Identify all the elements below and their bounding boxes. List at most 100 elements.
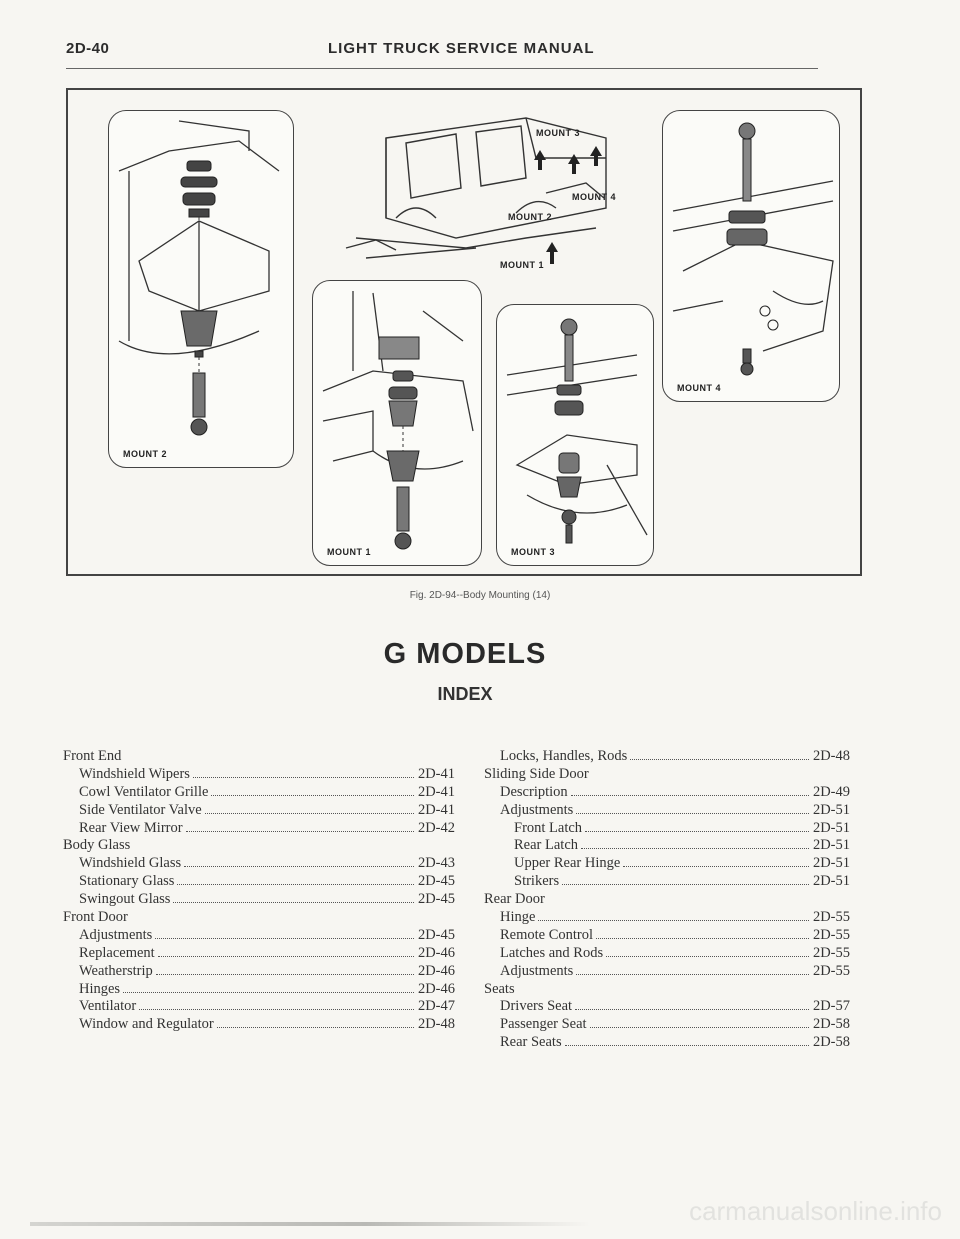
index-entry-label: Upper Rear Hinge — [514, 855, 621, 872]
index-entry-page: 2D-41 — [417, 765, 455, 782]
index-entry-page: 2D-58 — [812, 1034, 850, 1051]
index-entry: Ventilator 2D-47 — [63, 998, 455, 1016]
index-entry-page: 2D-55 — [812, 944, 850, 961]
index-entry-label: Replacement — [79, 944, 155, 961]
dot-leader — [216, 1026, 414, 1029]
dot-leader — [157, 955, 414, 957]
index-entry-label: Adjustments — [500, 801, 574, 818]
page-number: 2D-40 — [66, 40, 110, 57]
index-title: INDEX — [437, 684, 493, 704]
index-entry: Seats — [484, 981, 850, 999]
body-mounting-figure: MOUNT 3 MOUNT 4 MOUNT 2 MOUNT 1 — [66, 88, 862, 576]
index-entry-label: Windshield Glass — [79, 855, 182, 872]
index-entry-label: Hinges — [79, 980, 121, 997]
index-entry-page: 2D-47 — [417, 998, 455, 1015]
index-entry: Sliding Side Door — [484, 766, 850, 784]
index-entry-page: 2D-45 — [417, 891, 455, 908]
index-entry: Body Glass — [63, 837, 455, 855]
index-entry-page: 2D-48 — [812, 748, 850, 764]
index-entry-label: Front Latch — [514, 819, 583, 836]
index-entry: Hinges 2D-46 — [63, 981, 455, 999]
index-entry-page: 2D-48 — [417, 1016, 455, 1033]
index-entry: Locks, Handles, Rods 2D-48 — [484, 748, 850, 766]
index-entry-label: Front End — [63, 748, 122, 764]
dot-leader — [155, 937, 414, 939]
index-entry-label: Latches and Rods — [500, 944, 604, 961]
dot-leader — [596, 937, 809, 939]
index-entry-page: 2D-51 — [812, 801, 850, 818]
index-entry-page: 2D-45 — [417, 873, 455, 890]
dot-leader — [585, 830, 809, 832]
panel-label-mount-3: MOUNT 3 — [511, 547, 555, 557]
index-entry-label: Rear Latch — [514, 837, 579, 854]
index-entry-label: Rear View Mirror — [79, 819, 183, 836]
index-entry-page: 2D-58 — [812, 1016, 850, 1033]
index-entry-page: 2D-55 — [812, 962, 850, 979]
panel-label-mount-4: MOUNT 4 — [677, 383, 721, 393]
dot-leader — [589, 1026, 809, 1029]
callout-mount-3: MOUNT 3 — [536, 128, 580, 138]
dot-leader — [139, 1008, 414, 1011]
index-entry-label: Swingout Glass — [79, 891, 171, 908]
panel-mount-4: MOUNT 4 — [662, 110, 840, 402]
panel-mount-2: MOUNT 2 — [108, 110, 294, 468]
index-entry-label: Ventilator — [79, 998, 137, 1015]
index-entry: Rear Door — [484, 891, 850, 909]
index-entry-label: Seats — [484, 980, 515, 997]
index-entry-page: 2D-46 — [417, 980, 455, 997]
index-entry: Replacement 2D-46 — [63, 945, 455, 963]
panel-label-mount-1: MOUNT 1 — [327, 547, 371, 557]
index-entry-page: 2D-51 — [812, 873, 850, 890]
figure-caption: Fig. 2D-94--Body Mounting (14) — [409, 590, 551, 601]
callout-mount-2: MOUNT 2 — [508, 212, 552, 222]
manual-title: LIGHT TRUCK SERVICE MANUAL — [328, 40, 595, 57]
dot-leader — [538, 919, 809, 922]
dot-leader — [185, 830, 414, 832]
page-header: 2D-40 LIGHT TRUCK SERVICE MANUAL — [66, 38, 818, 69]
index-entry-page: 2D-49 — [812, 783, 850, 800]
panel-mount-1: MOUNT 1 — [312, 280, 482, 566]
index-entry-label: Rear Seats — [500, 1034, 562, 1051]
dot-leader — [562, 883, 809, 886]
index-entry-label: Adjustments — [500, 962, 574, 979]
dot-leader — [192, 776, 414, 778]
dot-leader — [211, 794, 414, 796]
index-entry-label: Description — [500, 783, 568, 800]
index-entry-page: 2D-46 — [417, 962, 455, 979]
index-entry-page: 2D-51 — [812, 819, 850, 836]
index-entry: Adjustments 2D-51 — [484, 802, 850, 820]
index-entry: Front End — [63, 748, 455, 766]
dot-leader — [184, 865, 414, 868]
dot-leader — [564, 1044, 809, 1047]
dot-leader — [173, 901, 414, 904]
dot-leader — [630, 758, 809, 760]
index-entry-label: Locks, Handles, Rods — [500, 748, 628, 764]
index-entry: Latches and Rods 2D-55 — [484, 945, 850, 963]
watermark: carmanualsonline.info — [689, 1196, 942, 1226]
index-entry-page: 2D-45 — [417, 926, 455, 943]
index-entry: Windshield Glass 2D-43 — [63, 855, 455, 873]
index-entry-label: Strikers — [514, 873, 560, 890]
index-entry-label: Remote Control — [500, 926, 594, 943]
index-entry-page: 2D-46 — [417, 944, 455, 961]
index-entry-label: Rear Door — [484, 891, 545, 908]
index-entry-page: 2D-41 — [417, 801, 455, 818]
index-entry-label: Windshield Wipers — [79, 765, 190, 782]
dot-leader — [575, 1008, 809, 1011]
index-entry: Windshield Wipers 2D-41 — [63, 766, 455, 784]
index-entry-page: 2D-43 — [417, 855, 455, 872]
index-entry-page: 2D-55 — [812, 926, 850, 943]
index-entry-label: Body Glass — [63, 837, 131, 854]
dot-leader — [606, 955, 809, 957]
